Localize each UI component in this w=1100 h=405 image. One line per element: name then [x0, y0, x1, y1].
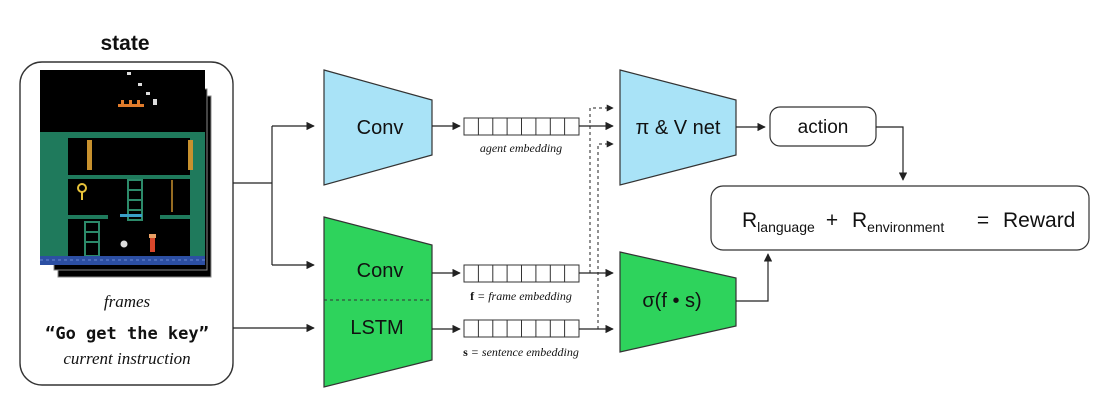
game-frames-stack: [40, 70, 212, 278]
state-connectors: [233, 121, 315, 333]
instruction-text: “Go get the key”: [45, 324, 209, 344]
similarity-to-reward-arrow: [736, 253, 773, 302]
reward-box: [710, 185, 1090, 251]
plus-sign: +: [826, 209, 838, 232]
reward-equation: Rlanguage + Renvironment = Reward: [742, 209, 1075, 235]
action-label: action: [798, 117, 849, 138]
sentence-embedding-label: s = sentence embedding: [463, 345, 579, 359]
r-environment-term: Renvironment: [852, 209, 944, 235]
equals-sign: =: [977, 209, 989, 232]
conv-lstm-module: [323, 216, 433, 388]
conv-bottom-label: Conv: [357, 260, 404, 282]
dashed-skip-connections: [589, 104, 614, 329]
reward-total: Reward: [1003, 209, 1075, 232]
r-language-term: Rlanguage: [742, 209, 815, 235]
embedding-net-arrows: [579, 121, 614, 334]
frames-caption: frames: [104, 292, 151, 311]
policy-value-net-label: π & V net: [636, 117, 721, 139]
frame-embedding-label: f = frame embedding: [470, 289, 572, 303]
similarity-module: [619, 251, 737, 353]
instruction-caption: current instruction: [63, 349, 190, 368]
policy-value-net: [619, 69, 737, 186]
module-embedding-arrows: [432, 121, 461, 334]
lstm-label: LSTM: [350, 317, 403, 339]
sentence-embedding-vector: [463, 319, 580, 338]
agent-embedding-label: agent embedding: [480, 141, 562, 155]
conv-top-label: Conv: [357, 117, 404, 139]
frame-embedding-vector: [463, 264, 580, 283]
action-to-reward-arrow: [876, 126, 908, 181]
state-title: state: [100, 32, 149, 55]
conv-top-module: [323, 69, 433, 186]
game-frame-front: [40, 70, 205, 265]
agent-embedding-vector: [463, 117, 580, 136]
similarity-label: σ(f • s): [642, 290, 701, 312]
